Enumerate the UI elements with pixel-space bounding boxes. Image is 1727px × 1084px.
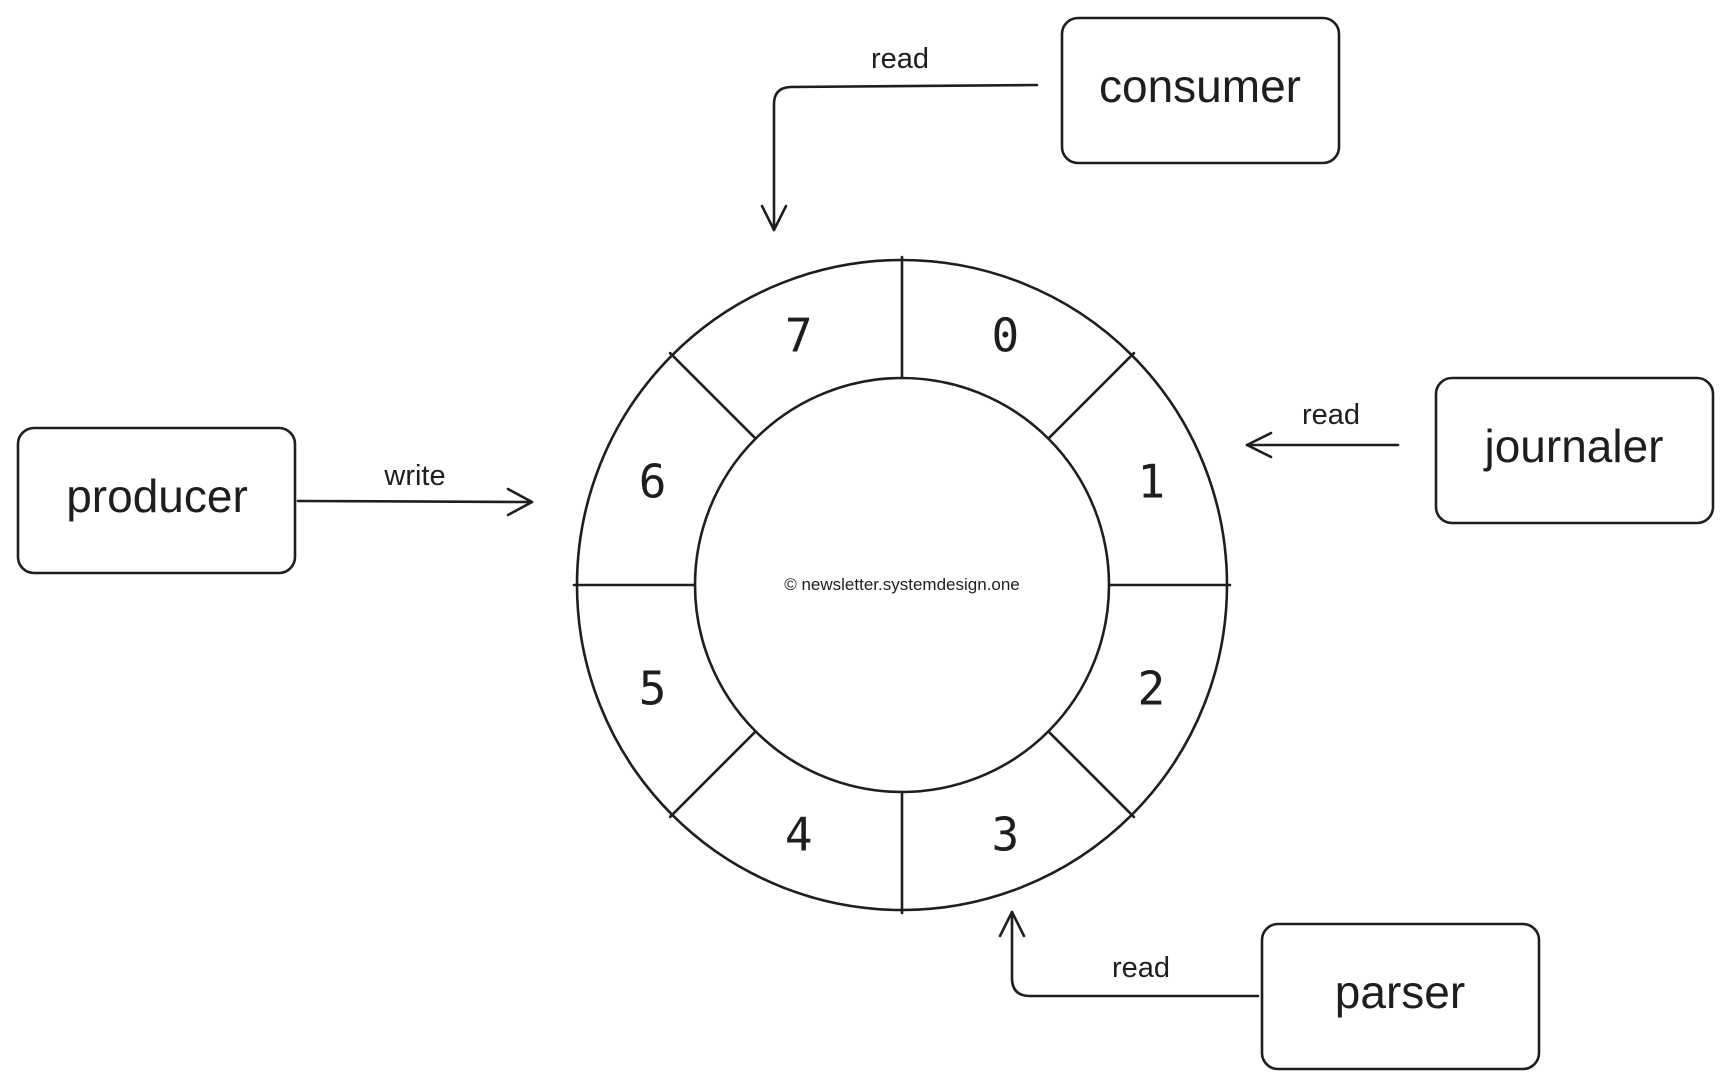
journaler-node[interactable]: journaler [1434,376,1715,525]
ring-slot-divider [668,730,757,819]
producer-label: producer [66,470,248,522]
parser-read-edge: read [998,910,1260,998]
ring-slot-label-4: 4 [785,807,813,861]
producer-write-arrowhead [506,487,534,517]
parser-box[interactable] [1260,922,1541,1071]
journaler-read-arrowhead [1245,431,1273,459]
ring-slot-label-5: 5 [639,661,667,715]
journaler-box[interactable] [1434,376,1715,525]
consumer-read-arrow [772,83,1039,232]
ring-buffer: 0 1 2 3 4 5 6 7 © newsletter.systemdesign.one [572,255,1232,915]
journaler-label: journaler [1483,420,1664,472]
producer-write-edge: write [296,460,534,517]
journaler-read-label: read [1302,399,1360,431]
parser-read-label: read [1112,952,1170,984]
consumer-read-arrowhead [760,204,788,232]
producer-write-arrow [296,499,534,504]
ring-slot-label-3: 3 [991,807,1019,861]
parser-read-arrow [1010,910,1260,998]
producer-node[interactable]: producer [16,426,297,575]
ring-slot-divider [1047,730,1136,819]
producer-write-label: write [383,460,445,492]
ring-slot-divider [1047,351,1136,440]
ring-slot-labels: 0 1 2 3 4 5 6 7 [639,309,1166,862]
producer-box[interactable] [16,426,297,575]
center-watermark: © newsletter.systemdesign.one [784,575,1020,594]
consumer-label: consumer [1099,60,1301,112]
ring-slot-label-0: 0 [991,309,1019,363]
ring-slot-divider [668,351,757,440]
consumer-box[interactable] [1060,16,1341,165]
ring-slot-label-7: 7 [785,309,813,363]
ring-slot-label-2: 2 [1138,661,1166,715]
ring-slot-label-6: 6 [639,455,667,509]
consumer-read-edge: read [760,43,1039,232]
consumer-read-label: read [871,43,929,75]
parser-label: parser [1335,966,1465,1018]
parser-node[interactable]: parser [1260,922,1541,1071]
journaler-read-edge: read [1245,399,1400,459]
consumer-node[interactable]: consumer [1060,16,1341,165]
parser-read-arrowhead [998,910,1026,938]
ring-slot-dividers [572,255,1232,915]
ring-slot-label-1: 1 [1138,455,1166,509]
